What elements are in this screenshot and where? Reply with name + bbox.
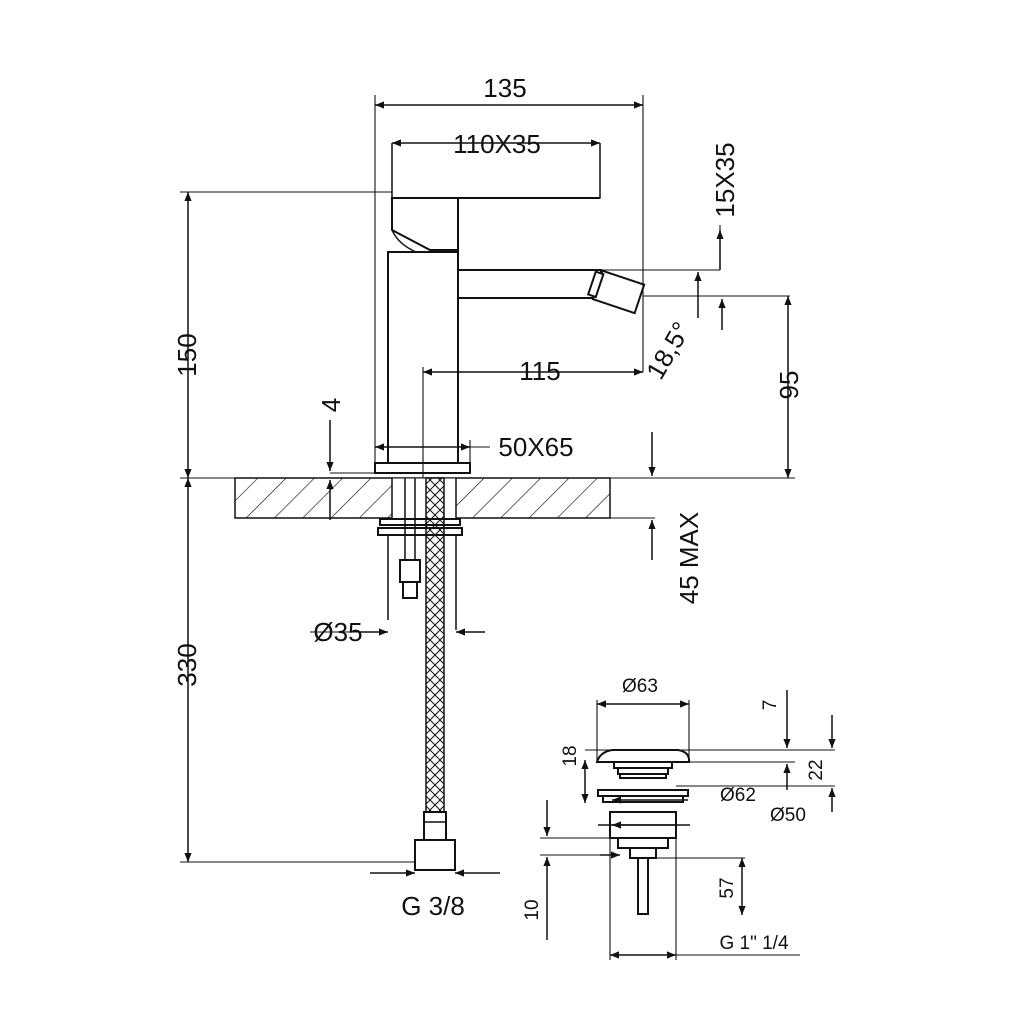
dimension-lines <box>180 95 795 877</box>
label-15x35: 15X35 <box>710 142 740 217</box>
faucet-body <box>374 143 646 474</box>
label-95: 95 <box>774 371 804 400</box>
drain-dimensions <box>540 690 836 960</box>
fixing-assembly <box>377 478 463 630</box>
label-50x65: 50X65 <box>498 432 573 462</box>
pop-up-waste <box>595 749 691 915</box>
label-g-1-1-4: G 1" 1/4 <box>719 933 788 954</box>
label-18: 18 <box>560 745 581 766</box>
label-150: 150 <box>172 333 202 376</box>
countertop <box>234 477 611 519</box>
label-10: 10 <box>522 899 543 920</box>
label-45-max: 45 MAX <box>674 512 704 605</box>
label-dia-35: Ø35 <box>313 617 362 647</box>
label-4: 4 <box>316 398 346 412</box>
label-g-3-8: G 3/8 <box>401 891 465 921</box>
label-dia-63: Ø63 <box>622 676 658 697</box>
label-115: 115 <box>519 356 560 386</box>
lever-handle <box>391 197 600 251</box>
spout <box>457 269 602 299</box>
nozzle <box>586 269 646 315</box>
label-330: 330 <box>172 643 202 686</box>
label-7: 7 <box>760 700 781 711</box>
label-135: 135 <box>483 73 526 103</box>
flex-hose <box>414 477 456 871</box>
label-110x35: 110X35 <box>453 129 541 159</box>
label-dia-62: Ø62 <box>720 785 756 806</box>
label-angle-18-5: 18,5° <box>640 317 696 385</box>
label-57: 57 <box>717 877 738 898</box>
label-dia-50: Ø50 <box>770 805 806 826</box>
label-22: 22 <box>806 759 827 780</box>
